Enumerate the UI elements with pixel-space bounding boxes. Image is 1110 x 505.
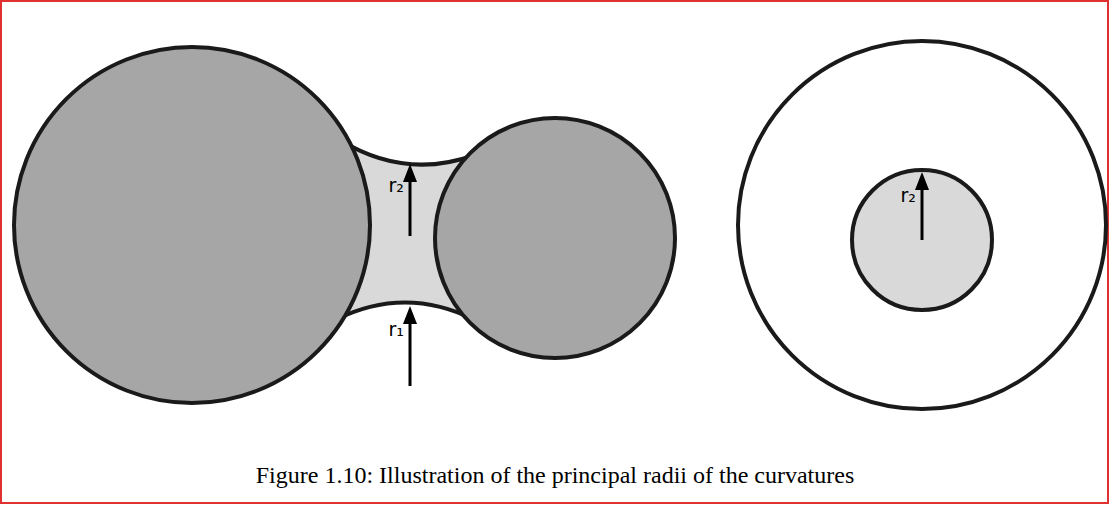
large-particle bbox=[14, 47, 370, 403]
radius-arrow bbox=[409, 322, 412, 386]
radius-arrow bbox=[409, 180, 412, 236]
radius-label: r₂ bbox=[901, 186, 916, 205]
radius-label: r₁ bbox=[389, 320, 404, 339]
small-particle bbox=[435, 118, 675, 358]
arrow-head bbox=[403, 306, 417, 324]
radius-arrow bbox=[921, 188, 924, 240]
meniscus-upper bbox=[340, 140, 475, 165]
radius-label: r₂ bbox=[389, 176, 404, 195]
cross-section-outer bbox=[738, 41, 1106, 409]
arrow-head bbox=[915, 172, 929, 190]
bridge-cross-section bbox=[852, 170, 992, 310]
figure-caption: Figure 1.10: Illustration of the princip… bbox=[0, 462, 1110, 488]
arrow-head bbox=[403, 164, 417, 182]
